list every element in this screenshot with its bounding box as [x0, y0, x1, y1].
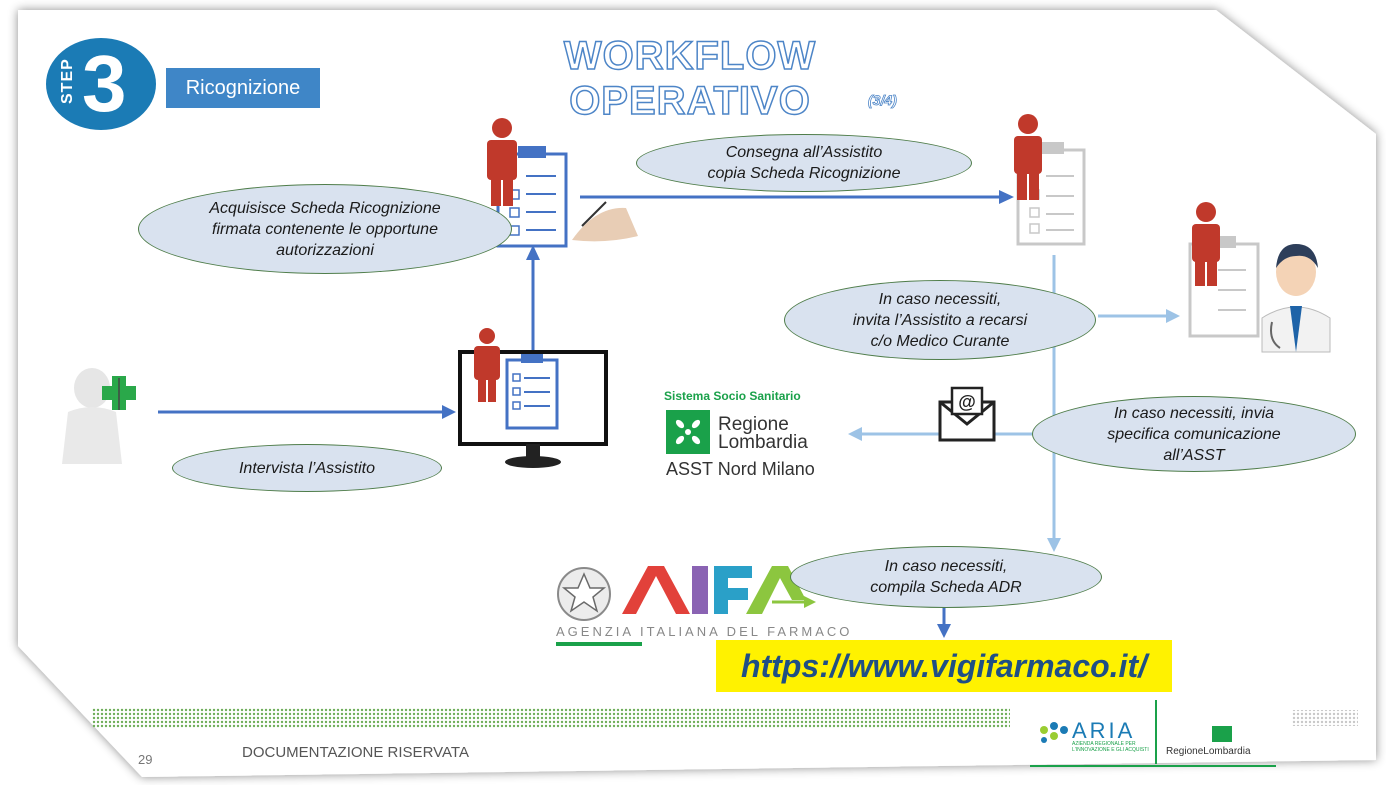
regione-line1: Regione	[718, 414, 789, 435]
node-adr-text: In caso necessiti, compila Scheda ADR	[870, 558, 1022, 596]
aifa-logo	[556, 566, 816, 646]
monitor-icon	[458, 328, 608, 468]
page-number: 29	[138, 752, 153, 767]
node-intervista-text: Intervista l’Assistito	[238, 459, 376, 477]
asst-label: ASST Nord Milano	[666, 459, 815, 479]
step-label: Ricognizione	[166, 68, 320, 108]
sistema-label: Sistema Socio Sanitario	[664, 389, 801, 403]
envelope-icon: @	[938, 386, 996, 442]
aria-tagline: AZIENDA REGIONALE PER L'INNOVAZIONE E GL…	[1072, 741, 1149, 753]
italian-emblem-icon	[557, 567, 611, 621]
signed-clipboard-icon	[487, 118, 638, 248]
delivered-clipboard-icon	[1014, 114, 1086, 246]
footer-dots	[92, 708, 1358, 728]
node-intervista: Intervista l’Assistito	[172, 444, 442, 492]
regione-lombardia-logo	[666, 410, 710, 454]
node-adr: In caso necessiti, compila Scheda ADR	[790, 546, 1102, 608]
regione-line2: Lombardia	[718, 432, 808, 453]
aria-name: ARIA	[1072, 718, 1136, 743]
url-highlight: https://www.vigifarmaco.it/	[716, 640, 1172, 692]
aria-mark-icon	[1030, 700, 1276, 767]
node-acquisisce-text: Acquisisce Scheda Ricognizione firmata c…	[209, 199, 441, 259]
node-consegna-text: Consegna all’Assistito copia Scheda Rico…	[707, 144, 901, 182]
node-acquisisce: Acquisisce Scheda Ricognizione firmata c…	[138, 184, 512, 274]
node-invita: In caso necessiti, invita l’Assistito a …	[784, 280, 1096, 360]
node-consegna: Consegna all’Assistito copia Scheda Rico…	[636, 134, 972, 192]
step-number: 3	[82, 39, 127, 128]
node-comunicazione: In caso necessiti, invia specifica comun…	[1032, 396, 1356, 472]
page-title: WORKFLOW OPERATIVO	[563, 33, 817, 124]
page-subtitle: (3/4)	[868, 92, 898, 109]
step-badge	[46, 38, 156, 130]
footer-text: DOCUMENTAZIONE RISERVATA	[242, 744, 469, 761]
vigifarmaco-link[interactable]: https://www.vigifarmaco.it/	[741, 647, 1147, 684]
doctor-icon	[1188, 202, 1331, 353]
regione-small-label: RegioneLombardia	[1166, 746, 1251, 757]
svg-text:@: @	[958, 392, 976, 412]
pharmacist-icon	[62, 368, 136, 464]
aifa-subtitle: AGENZIA ITALIANA DEL FARMACO	[556, 624, 853, 639]
node-comunicazione-text: In caso necessiti, invia specifica comun…	[1107, 404, 1281, 464]
node-invita-text: In caso necessiti, invita l’Assistito a …	[852, 290, 1028, 350]
